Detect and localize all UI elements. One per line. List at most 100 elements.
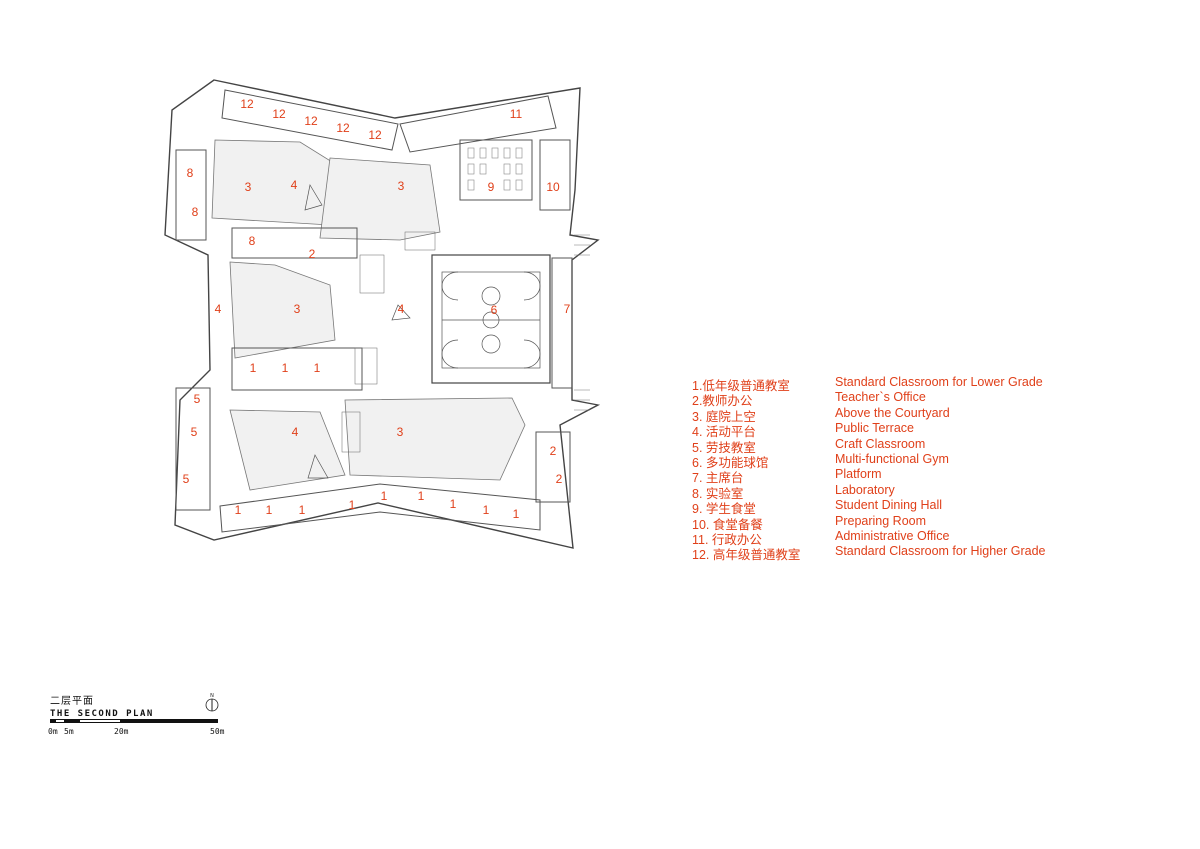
room-number-label: 7 [564, 302, 571, 316]
terrace-sculptures [304, 184, 411, 479]
legend-row: 1.低年级普通教室 Standard Classroom for Lower Gr… [692, 375, 1092, 393]
legend-en: Craft Classroom [835, 436, 926, 451]
room-number-label: 1 [513, 507, 520, 521]
room-number-label: 4 [398, 302, 405, 316]
legend-row: 8. 实验室 Laboratory [692, 482, 1092, 501]
room-number-label: 5 [191, 425, 198, 439]
platform-stand [551, 257, 573, 389]
legend-cn: 9. 学生食堂 [692, 502, 756, 517]
room-number-label: 1 [266, 503, 273, 517]
wing-west-labs [175, 149, 207, 241]
room-number-label: 12 [336, 121, 350, 135]
legend-row: 2.教师办公 Teacher`s Office [692, 390, 1092, 408]
legend-row: 3. 庭院上空 Above the Courtyard [692, 405, 1092, 424]
room-number-label: 3 [245, 180, 252, 194]
legend-cn: 8. 实验室 [692, 486, 744, 501]
legend-row: 9. 学生食堂 Student Dining Hall [692, 498, 1092, 516]
legend-cn: 6. 多功能球馆 [692, 455, 769, 470]
courtyard-sw [229, 409, 346, 491]
wing-north [221, 89, 399, 151]
dining-tables [467, 147, 523, 191]
legend-en: Student Dining Hall [835, 498, 943, 513]
room-number-label: 1 [314, 361, 321, 375]
wing-classrooms-mid [231, 347, 363, 391]
legend-en: Standard Classroom for Lower Grade [835, 375, 1043, 389]
room-number-label: 8 [187, 166, 194, 180]
scale-bar [50, 719, 218, 723]
legend-row: 4. 活动平台 Public Terrace [692, 421, 1092, 439]
legend-cn: 1.低年级普通教室 [692, 379, 790, 393]
wing-east-offices [535, 431, 571, 503]
room-number-label: 1 [381, 489, 388, 503]
room-number-label: 1 [250, 361, 257, 375]
room-number-label: 2 [556, 472, 563, 486]
preparing-room [539, 139, 571, 211]
room-number-label: 8 [249, 234, 256, 248]
legend-en: Public Terrace [835, 421, 914, 436]
room-legend: 1.低年级普通教室 Standard Classroom for Lower Gr… [692, 375, 1092, 562]
legend-row: 11. 行政办公 Administrative Office [692, 528, 1092, 547]
bleachers [574, 234, 590, 411]
room-number-label: 8 [192, 205, 199, 219]
scale-label-2: 20m [114, 727, 129, 736]
room-number-label: 1 [299, 503, 306, 517]
room-number-label: 3 [397, 425, 404, 439]
dining-hall [459, 139, 533, 201]
courtyard-se [344, 397, 526, 481]
room-number-label: 3 [398, 179, 405, 193]
wing-northeast [399, 95, 557, 153]
room-number-label: 2 [309, 247, 316, 261]
stairs [341, 231, 436, 453]
courtyard-mid [229, 261, 336, 359]
scale-label-3: 50m [210, 727, 225, 736]
room-number-label: 1 [483, 503, 490, 517]
room-number-label: 1 [349, 498, 356, 512]
north-arrow: N [205, 693, 219, 712]
legend-cn: 11. 行政办公 [692, 532, 762, 547]
room-number-label: 4 [215, 302, 222, 316]
room-number-label: 11 [510, 107, 523, 121]
legend-en: Laboratory [835, 482, 895, 497]
room-number-label: 12 [304, 114, 318, 128]
legend-en: Above the Courtyard [835, 405, 950, 420]
legend-en: Preparing Room [835, 513, 927, 528]
basketball-courts [441, 271, 541, 369]
room-number-label: 2 [550, 444, 557, 458]
legend-row: 7. 主席台 Platform [692, 467, 1092, 485]
room-number-label: 12 [272, 107, 286, 121]
legend-cn: 3. 庭院上空 [692, 409, 756, 424]
legend-en: Teacher`s Office [835, 390, 926, 405]
room-number-label: 4 [291, 178, 298, 192]
legend-en: Multi-functional Gym [835, 451, 949, 466]
drawing-title: 二层平面 THE SECOND PLAN [50, 692, 154, 719]
legend-cn: 2.教师办公 [692, 394, 753, 409]
legend-cn: 4. 活动平台 [692, 425, 756, 440]
room-number-label: 1 [450, 497, 457, 511]
scale-label-1: 5m [64, 727, 74, 736]
room-number-label: 1 [418, 489, 425, 503]
room-number-label: 12 [368, 128, 382, 142]
title-cn: 二层平面 [50, 696, 94, 707]
north-label: N [210, 693, 214, 699]
legend-row: 10. 食堂备餐 Preparing Room [692, 513, 1092, 532]
legend-en: Administrative Office [835, 528, 950, 543]
room-number-label: 5 [194, 392, 201, 406]
title-en: THE SECOND PLAN [50, 709, 154, 719]
room-number-label: 10 [546, 180, 560, 194]
courtyard-ne [319, 157, 441, 241]
wing-lab-2 [231, 227, 358, 259]
legend-cn: 7. 主席台 [692, 471, 744, 486]
legend-en: Standard Classroom for Higher Grade [835, 544, 1046, 559]
room-number-label: 1 [282, 361, 289, 375]
legend-en: Platform [835, 467, 882, 482]
legend-row: 6. 多功能球馆 Multi-functional Gym [692, 451, 1092, 470]
legend-cn: 10. 食堂备餐 [692, 517, 763, 532]
room-number-label: 3 [294, 302, 301, 316]
gym [431, 254, 551, 384]
wing-south [219, 483, 541, 533]
wing-craft [175, 387, 211, 511]
